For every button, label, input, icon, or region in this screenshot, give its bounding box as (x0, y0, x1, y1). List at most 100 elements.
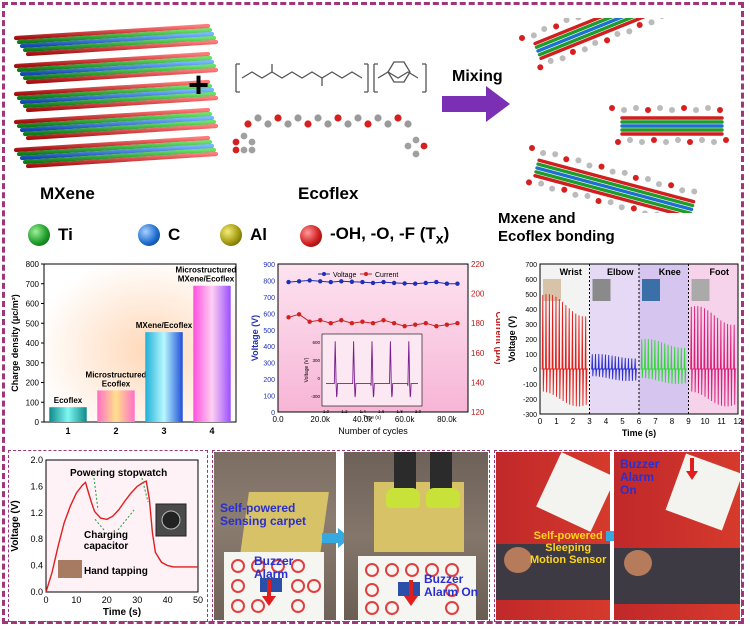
mxene-rod (16, 83, 213, 101)
y-tick-label: 0 (533, 367, 537, 374)
annotation-charging-line: capacitor (84, 541, 129, 552)
series-point-current (328, 321, 333, 326)
series-point-voltage (444, 281, 450, 286)
legend-termination-close: ) (443, 224, 450, 243)
ecoflex-atom (394, 114, 402, 122)
bonding-label-line-2: Ecoflex bonding (498, 228, 615, 245)
legend-ti: Ti (28, 224, 73, 246)
mxene-rod (16, 27, 213, 45)
y-tick-label: 0 (35, 418, 40, 427)
ecoflex-ring-atom (232, 146, 240, 154)
buzzer-right-line-3: On (620, 483, 637, 497)
y-left-tick-label: 400 (263, 344, 275, 351)
legend-marker (364, 272, 368, 276)
segment-label-elbow: Elbow (607, 267, 634, 277)
series-point-voltage (402, 281, 407, 286)
ecoflex-atom (304, 120, 312, 128)
stopwatch-icon (161, 510, 181, 530)
mxene-rod (19, 87, 215, 105)
bonded-group (519, 18, 710, 71)
segment-label-knee: Knee (659, 267, 681, 277)
x-tick-label: 30 (132, 595, 142, 605)
bar-label-line: Microstructured (86, 370, 147, 379)
x-tick-label: 11 (717, 417, 726, 426)
ecoflex-atom (324, 120, 332, 128)
segment-photo-knee (642, 279, 660, 301)
bonded-atom (687, 139, 693, 145)
inset-x-tick: 1.8 (396, 409, 403, 414)
bonded-atom (648, 19, 655, 26)
down-arrow-icon-2 (404, 580, 418, 606)
segment-label-wrist: Wrist (560, 267, 582, 277)
x-tick-label: 4 (604, 417, 609, 426)
ecoflex-label: Ecoflex (298, 184, 359, 203)
mxene-structure-illustration (13, 23, 219, 169)
inset-y-label: Voltage (V) (304, 357, 310, 382)
segment-photo-wrist (543, 279, 561, 301)
series-point-voltage (286, 279, 291, 285)
bonded-atom (645, 107, 651, 113)
bar-1 (49, 407, 87, 422)
inset-y-tick: -300 (311, 394, 321, 399)
mxene-rod (13, 107, 211, 125)
bonded-atom (598, 163, 605, 170)
ecoflex-ring-atom (240, 146, 248, 154)
c-atom-icon (138, 224, 160, 246)
y-tick-label: 700 (525, 262, 537, 269)
y-axis-label: Voltage (V) (507, 316, 517, 362)
series-point-current (402, 323, 407, 329)
bonded-atom (561, 186, 568, 193)
inset-x-tick: 1.6 (378, 409, 385, 414)
series-point-current (360, 319, 365, 324)
ecoflex-atom (254, 114, 262, 122)
legend-label: Voltage (333, 272, 356, 279)
x-tick-label: 40.0k (353, 415, 374, 424)
buzzer-alarm-on-line-2: Alarm On (424, 585, 479, 599)
buzzer-board (224, 552, 324, 620)
bar-label-line: MXene/Ecoflex (178, 275, 235, 284)
series-point-voltage (296, 279, 302, 284)
ecoflex-ring-atom (240, 132, 248, 140)
series-point-current (423, 321, 428, 326)
x-tick-label: 20.0k (310, 415, 331, 424)
y-left-tick-label: 800 (263, 278, 275, 285)
segment-signal-foot (690, 306, 737, 407)
y-right-axis-label: Current (μA) (494, 311, 500, 364)
ecoflex-atom (384, 120, 392, 128)
y-tick-label: 500 (525, 292, 537, 299)
series-point-voltage (381, 279, 386, 285)
legend-label: Current (375, 272, 398, 279)
series-point-current (286, 315, 291, 320)
y-tick-label: 500 (26, 319, 40, 328)
x-tick-label: 1 (554, 417, 559, 426)
mixing-label: Mixing (452, 68, 503, 85)
y-axis-label: Voltage (V) (10, 500, 21, 551)
bonded-atom (636, 21, 643, 28)
bonded-rod (537, 158, 696, 204)
buzzer-right-line-1: Buzzer (620, 457, 660, 471)
x-tick-label: 40 (163, 595, 173, 605)
legend-c: C (138, 224, 180, 246)
bonded-atom (668, 182, 675, 189)
bar-3 (145, 332, 183, 422)
bonded-atom (529, 145, 535, 151)
ecoflex-ring-atom (420, 142, 428, 150)
x-tick-label: 60.0k (395, 415, 416, 424)
bonded-atom (549, 185, 556, 192)
buzzer-alarm-left-label: Buzzer Alarm (254, 555, 293, 581)
series-point-voltage (370, 280, 376, 286)
bonding-label: Mxene and Ecoflex bonding (498, 210, 615, 246)
y-left-tick-label: 200 (263, 377, 275, 384)
y-right-tick-label: 140 (471, 378, 485, 387)
x-axis-label: Time (s) (622, 428, 656, 438)
y-right-tick-label: 220 (471, 260, 485, 269)
bonded-atom (657, 105, 663, 111)
person-head-2 (624, 550, 652, 576)
x-tick-label: 50 (193, 595, 203, 605)
voltage-curve (45, 480, 198, 593)
x-tick-label: 10 (71, 595, 81, 605)
shoe-right (426, 488, 460, 508)
sensor-board (536, 452, 610, 532)
sensing-carpet-label-2: Sensing carpet (220, 514, 307, 528)
annotation-hand-tapping: Hand tapping (84, 566, 148, 577)
